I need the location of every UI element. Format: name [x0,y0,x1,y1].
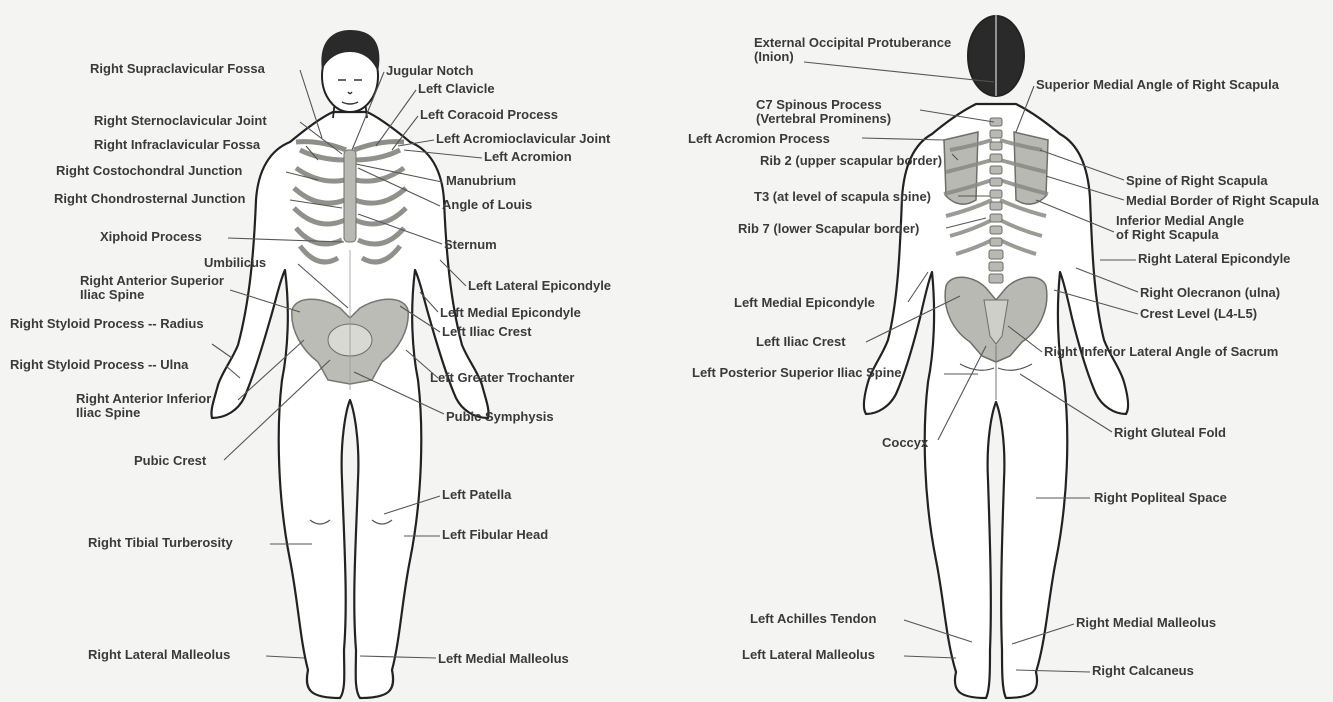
label-xiphoid-process: Xiphoid Process [100,230,202,244]
label-left-patella: Left Patella [442,488,511,502]
label-line-1: Right Anterior Superior [80,274,224,288]
label-sternum: Sternum [444,238,497,252]
label-left-achilles-tendon: Left Achilles Tendon [750,612,876,626]
label-left-coracoid-process: Left Coracoid Process [420,108,558,122]
label-line-2: Iliac Spine [80,288,224,302]
label-right-supraclavicular-fossa: Right Supraclavicular Fossa [90,62,265,76]
label-angle-of-louis: Angle of Louis [442,198,532,212]
label-left-fibular-head: Left Fibular Head [442,528,548,542]
label-manubrium: Manubrium [446,174,516,188]
label-left-acromioclavicular-joint: Left Acromioclavicular Joint [436,132,610,146]
label-crest-level: Crest Level (L4-L5) [1140,307,1257,321]
label-right-chondrosternal-junction: Right Chondrosternal Junction [54,192,245,206]
label-umbilicus: Umbilicus [204,256,266,270]
label-line-2: (Inion) [754,50,951,64]
label-line-2: Iliac Spine [76,406,211,420]
label-left-clavicle: Left Clavicle [418,82,495,96]
label-superior-medial-angle-right-scapula: Superior Medial Angle of Right Scapula [1036,78,1279,92]
label-jugular-notch: Jugular Notch [386,64,473,78]
label-right-lateral-malleolus: Right Lateral Malleolus [88,648,230,662]
label-line-2: (Vertebral Prominens) [756,112,891,126]
label-pubic-symphysis: Pubic Symphysis [446,410,554,424]
label-right-styloid-process-ulna: Right Styloid Process -- Ulna [10,358,188,372]
label-left-greater-trochanter: Left Greater Trochanter [430,371,575,385]
label-external-occipital-protuberance: External Occipital Protuberance (Inion) [754,36,951,64]
label-left-posterior-superior-iliac-spine: Left Posterior Superior Iliac Spine [692,366,902,380]
label-right-tibial-turberosity: Right Tibial Turberosity [88,536,233,550]
label-line-1: External Occipital Protuberance [754,36,951,50]
label-coccyx: Coccyx [882,436,928,450]
label-right-popliteal-space: Right Popliteal Space [1094,491,1227,505]
label-spine-of-right-scapula: Spine of Right Scapula [1126,174,1268,188]
label-right-medial-malleolus: Right Medial Malleolus [1076,616,1216,630]
label-right-infraclavicular-fossa: Right Infraclavicular Fossa [94,138,260,152]
label-rib-7: Rib 7 (lower Scapular border) [738,222,919,236]
label-right-gluteal-fold: Right Gluteal Fold [1114,426,1226,440]
label-right-costochondral-junction: Right Costochondral Junction [56,164,242,178]
label-inferior-medial-angle-right-scapula: Inferior Medial Angle of Right Scapula [1116,214,1244,242]
label-pubic-crest: Pubic Crest [134,454,206,468]
label-left-medial-epicondyle: Left Medial Epicondyle [440,306,581,320]
label-left-iliac-crest: Left Iliac Crest [442,325,532,339]
label-right-calcaneus: Right Calcaneus [1092,664,1194,678]
label-right-inferior-lateral-angle-sacrum: Right Inferior Lateral Angle of Sacrum [1044,345,1278,359]
label-left-lateral-malleolus-back: Left Lateral Malleolus [742,648,875,662]
label-left-medial-malleolus: Left Medial Malleolus [438,652,569,666]
label-right-sternoclavicular-joint: Right Sternoclavicular Joint [94,114,267,128]
label-right-styloid-process-radius: Right Styloid Process -- Radius [10,317,204,331]
label-line-1: Inferior Medial Angle [1116,214,1244,228]
label-medial-border-right-scapula: Medial Border of Right Scapula [1126,194,1319,208]
label-line-1: C7 Spinous Process [756,98,891,112]
label-left-iliac-crest-back: Left Iliac Crest [756,335,846,349]
label-left-lateral-epicondyle: Left Lateral Epicondyle [468,279,611,293]
label-right-anterior-superior-iliac-spine: Right Anterior Superior Iliac Spine [80,274,224,302]
label-c7-spinous-process: C7 Spinous Process (Vertebral Prominens) [756,98,891,126]
label-left-medial-epicondyle-back: Left Medial Epicondyle [734,296,875,310]
label-right-lateral-epicondyle: Right Lateral Epicondyle [1138,252,1290,266]
label-line-2: of Right Scapula [1116,228,1244,242]
label-right-olecranon: Right Olecranon (ulna) [1140,286,1280,300]
label-right-anterior-inferior-iliac-spine: Right Anterior Inferior Iliac Spine [76,392,211,420]
label-line-1: Right Anterior Inferior [76,392,211,406]
label-left-acromion: Left Acromion [484,150,572,164]
label-t3: T3 (at level of scapula spine) [754,190,931,204]
label-rib-2: Rib 2 (upper scapular border) [760,154,942,168]
label-left-acromion-process: Left Acromion Process [688,132,830,146]
front-sternum [344,150,356,242]
